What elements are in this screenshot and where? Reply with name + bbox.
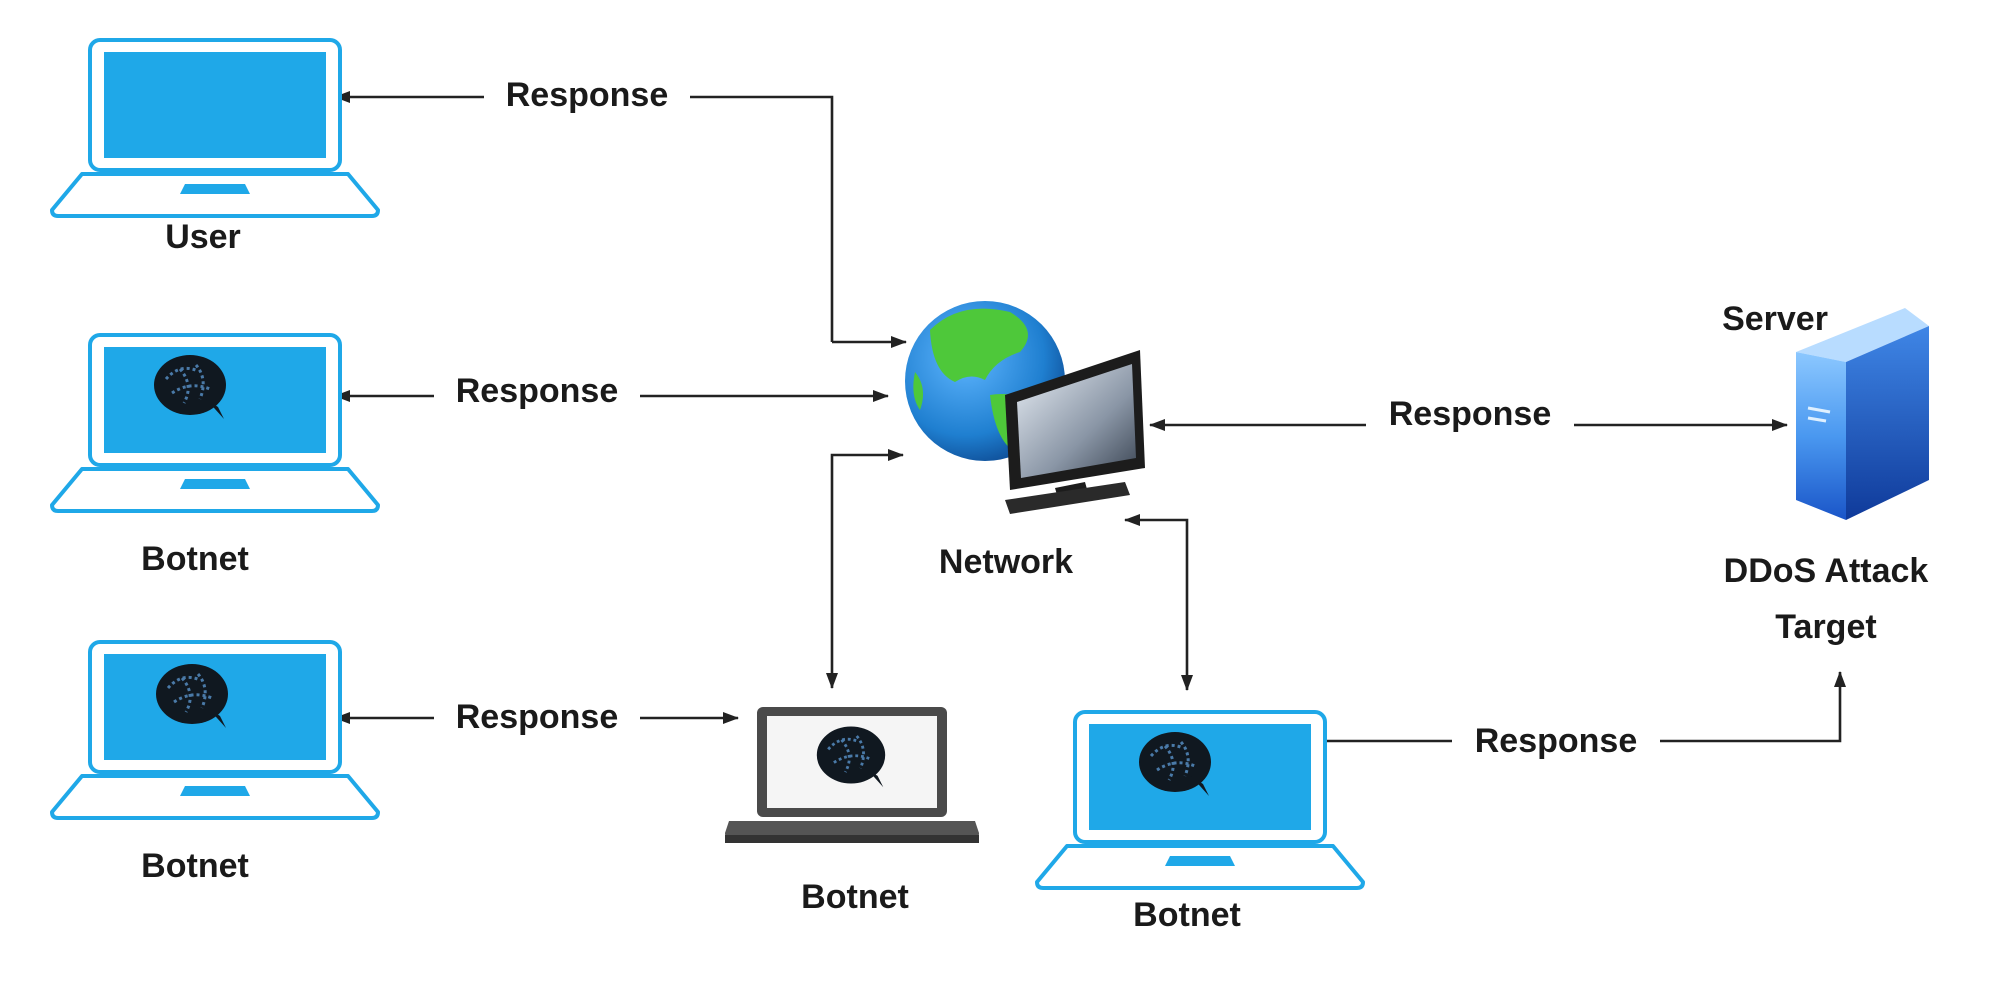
laptop-icon [1035,710,1365,890]
botnet-left-2-label: Botnet [141,847,249,885]
network-label: Network [939,543,1073,581]
laptop-icon [725,707,979,843]
botnet-center-label: Botnet [801,878,909,916]
edge-network-botnet-center [830,449,904,560]
edge-labels: Response Response Response Response Resp… [434,76,1660,762]
laptop-icon [50,333,380,513]
edge-botnet-right-server [1600,671,1846,743]
monitor-icon [1005,350,1145,514]
edge-label-botnet2-botnet-center: Response [456,698,619,736]
server-caption-line2: Target [1775,608,1876,646]
edge-label-network-server: Response [1389,395,1552,433]
network-node: Network [905,301,1145,581]
edge-label-botnet1-network: Response [456,372,619,410]
laptop-icon [50,640,380,820]
server-label: Server [1722,300,1828,338]
botnet-left-1-node: Botnet [50,333,380,578]
botnet-right-node: Botnet [1035,710,1365,934]
botnet-left-1-label: Botnet [141,540,249,578]
server-node: Server DDoS Attack Target [1722,300,1929,646]
botnet-left-2-node: Botnet [50,640,380,885]
botnet-right-label: Botnet [1133,896,1241,934]
edge-label-botnet-right-server: Response [1475,722,1638,760]
edge-user-network [334,91,834,342]
edge-network-botnet-right [1124,514,1189,590]
server-tower-icon [1796,308,1929,520]
user-label: User [165,218,241,256]
laptop-icon [50,38,380,218]
botnet-center-node: Botnet [725,707,979,916]
edge-label-user-network: Response [506,76,669,114]
server-caption-line1: DDoS Attack [1724,552,1929,590]
user-node: User [50,38,380,256]
